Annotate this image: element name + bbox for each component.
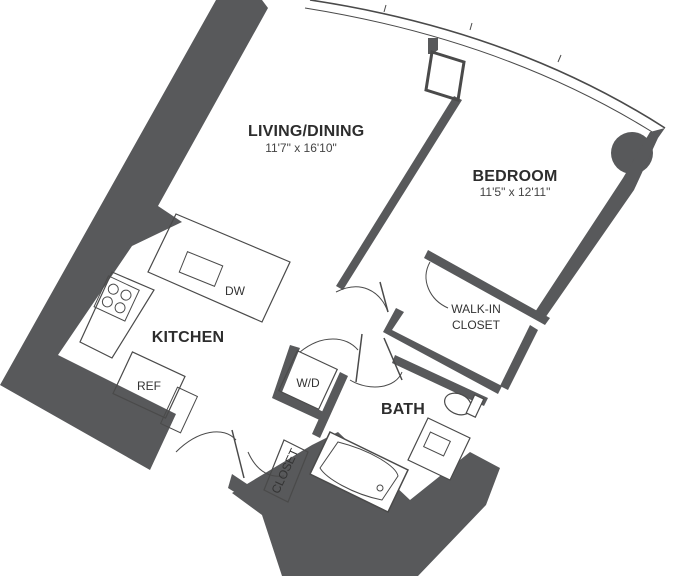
refrigerator-label: REF bbox=[137, 379, 161, 393]
washer-dryer bbox=[277, 349, 339, 411]
wd-closet-wall bbox=[272, 345, 330, 423]
walk-in-closet-label-line1: WALK-IN bbox=[451, 302, 501, 316]
door-swing bbox=[349, 371, 403, 388]
room-dims-living-dining: 11'7" x 16'10" bbox=[265, 141, 337, 155]
cooktop bbox=[93, 275, 140, 322]
partition-living-bedroom bbox=[336, 96, 462, 290]
kitchen-island bbox=[147, 213, 291, 323]
door-swing bbox=[425, 261, 449, 309]
entry-door-swing bbox=[175, 431, 237, 453]
window-mullion bbox=[469, 22, 473, 31]
door-leaf bbox=[379, 281, 389, 313]
bathtub bbox=[309, 430, 409, 514]
door-swing bbox=[299, 338, 359, 353]
bath-wall bbox=[392, 355, 488, 406]
entry-door-leaf bbox=[231, 429, 245, 479]
room-name-kitchen: KITCHEN bbox=[151, 329, 225, 346]
room-dims-bedroom: 11'5" x 12'11" bbox=[479, 185, 551, 199]
vanity bbox=[407, 417, 471, 481]
washer-dryer-label: W/D bbox=[296, 376, 320, 390]
walk-in-closet-wall bbox=[383, 308, 502, 394]
dishwasher-label: DW bbox=[225, 284, 245, 298]
walk-in-closet-wall bbox=[424, 250, 550, 325]
bath-wall bbox=[312, 372, 348, 438]
exterior-wall-right bbox=[535, 128, 665, 318]
toilet-tank bbox=[465, 394, 485, 418]
exterior-wall-left bbox=[0, 0, 268, 470]
walk-in-closet-wall bbox=[500, 325, 538, 390]
door-leaf bbox=[355, 333, 363, 383]
room-name-bedroom: BEDROOM bbox=[472, 168, 558, 185]
closet-box bbox=[263, 439, 309, 503]
window-wall bbox=[309, 0, 666, 129]
closet-wall bbox=[228, 474, 250, 498]
refrigerator bbox=[112, 351, 186, 419]
kitchen-counter bbox=[79, 271, 155, 359]
refrigerator-side bbox=[159, 386, 199, 434]
kitchen-sink bbox=[178, 251, 224, 287]
door-leaf bbox=[383, 337, 403, 381]
partition-living-bedroom bbox=[428, 38, 438, 54]
bath-sink bbox=[422, 431, 452, 457]
window-wall-inner bbox=[304, 7, 658, 136]
balcony-nook bbox=[424, 50, 466, 102]
exterior-wall-bottom bbox=[232, 432, 500, 576]
window-mullion bbox=[383, 4, 387, 13]
room-name-living-dining: LIVING/DINING bbox=[248, 123, 365, 140]
window-mullion bbox=[557, 54, 562, 63]
closet-door-swing bbox=[247, 451, 285, 477]
door-swing bbox=[335, 286, 389, 313]
room-name-bath: BATH bbox=[380, 401, 426, 418]
bathtub-drain bbox=[376, 484, 384, 492]
bathtub-inner bbox=[319, 441, 399, 501]
walk-in-closet-label-line2: CLOSET bbox=[451, 318, 500, 332]
